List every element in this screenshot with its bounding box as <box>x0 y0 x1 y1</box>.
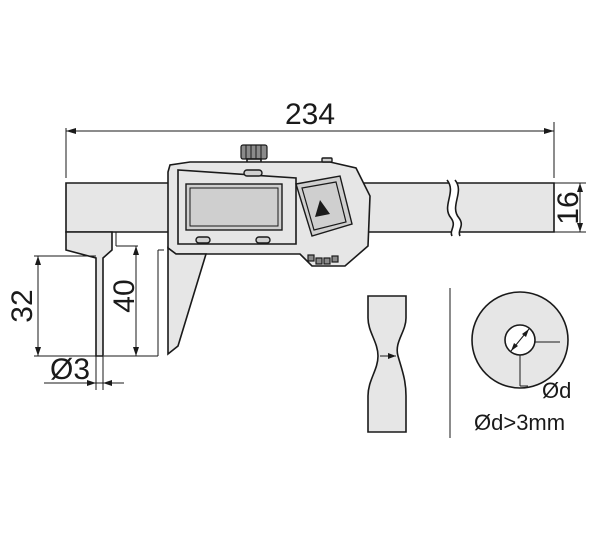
zero-button[interactable] <box>195 236 211 244</box>
overall-length-dimension: 234 <box>65 98 555 178</box>
beam-height-label: 16 <box>552 191 585 224</box>
sliding-body <box>167 144 371 267</box>
mode-button[interactable] <box>255 236 271 244</box>
overall-length-label: 234 <box>285 98 335 131</box>
tip-diameter-label: Ø3 <box>50 353 90 386</box>
hole-condition-label: Ød>3mm <box>474 410 565 435</box>
lcd-display <box>185 183 283 231</box>
hole-ring-detail: Ød Ød>3mm <box>471 291 571 435</box>
jaw-depth-inner-label: 40 <box>108 279 141 312</box>
hole-diameter-label: Ød <box>542 378 571 403</box>
jaw-depth-outer-label: 32 <box>6 289 39 322</box>
play-triangle-icon <box>315 200 330 217</box>
curved-workpiece-detail <box>367 295 407 433</box>
tip-diameter-dimension: Ø3 <box>44 353 124 390</box>
beam-height-dimension: 16 <box>552 182 586 233</box>
sliding-jaw <box>157 246 208 356</box>
thumb-wheel[interactable] <box>240 144 268 160</box>
jaw-depth-dimensions: 32 40 <box>6 245 158 357</box>
